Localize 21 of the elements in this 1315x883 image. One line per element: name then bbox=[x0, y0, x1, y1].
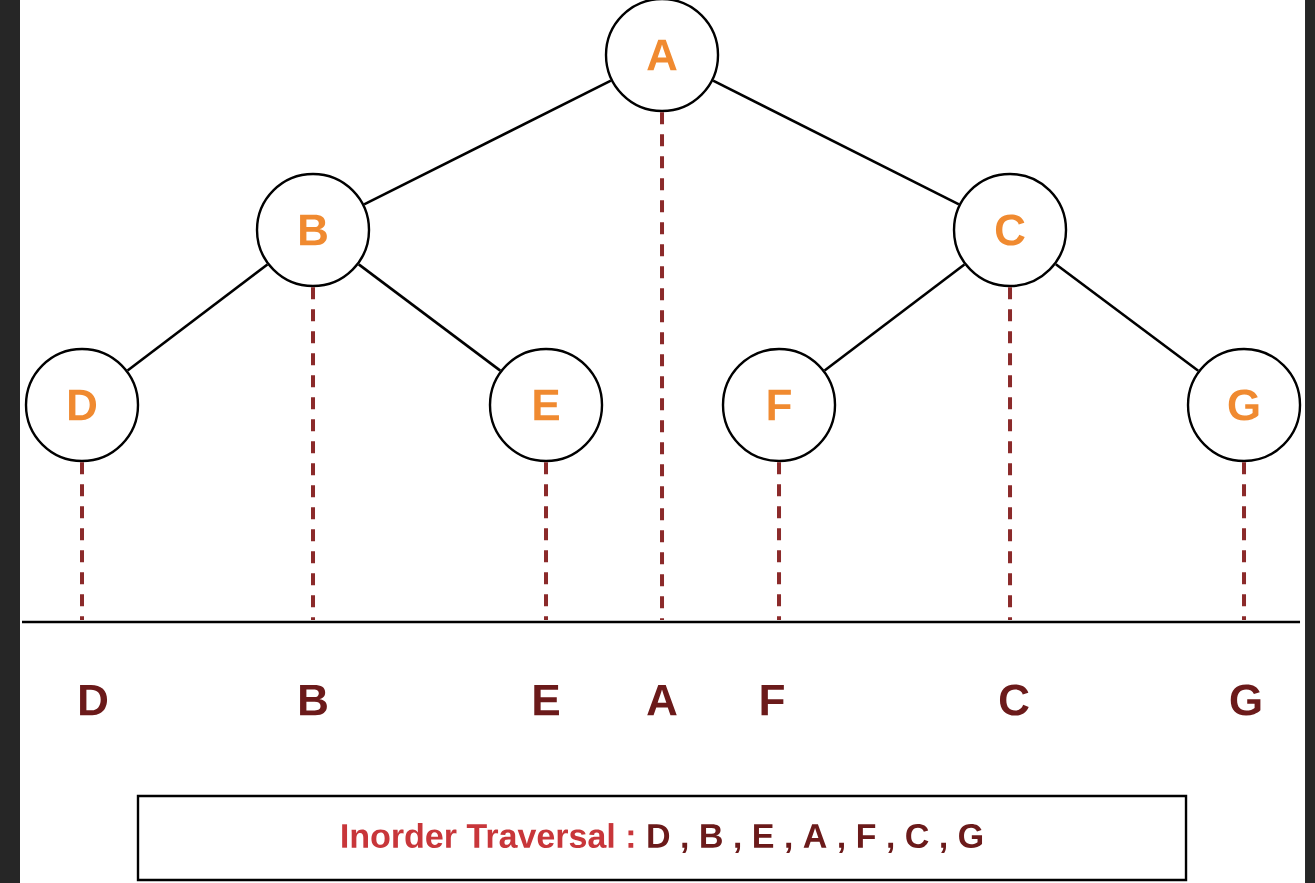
sequence-letter: A bbox=[647, 684, 677, 716]
leader-line bbox=[1242, 462, 1246, 620]
leader-line bbox=[544, 462, 548, 620]
sequence-letter: F bbox=[761, 684, 784, 716]
sequence-letter: D bbox=[80, 684, 108, 716]
tree-edge bbox=[363, 79, 612, 206]
tree-edge bbox=[357, 263, 502, 372]
sequence-letter: E bbox=[534, 684, 559, 716]
result-box: Inorder Traversal : D , B , E , A , F , C , G bbox=[136, 794, 1188, 882]
sequence-letter: B bbox=[300, 684, 327, 716]
leader-line bbox=[777, 462, 781, 620]
sequence-letter: C bbox=[999, 684, 1029, 716]
tree-edge bbox=[126, 263, 269, 372]
leader-line bbox=[311, 287, 315, 620]
leader-line bbox=[660, 112, 664, 620]
tree-edge bbox=[1055, 263, 1199, 372]
leader-line bbox=[80, 462, 84, 620]
tree-edge bbox=[712, 79, 960, 206]
tree-edge bbox=[823, 263, 966, 372]
sequence-letter: G bbox=[1230, 684, 1261, 716]
leader-line bbox=[1008, 287, 1012, 620]
